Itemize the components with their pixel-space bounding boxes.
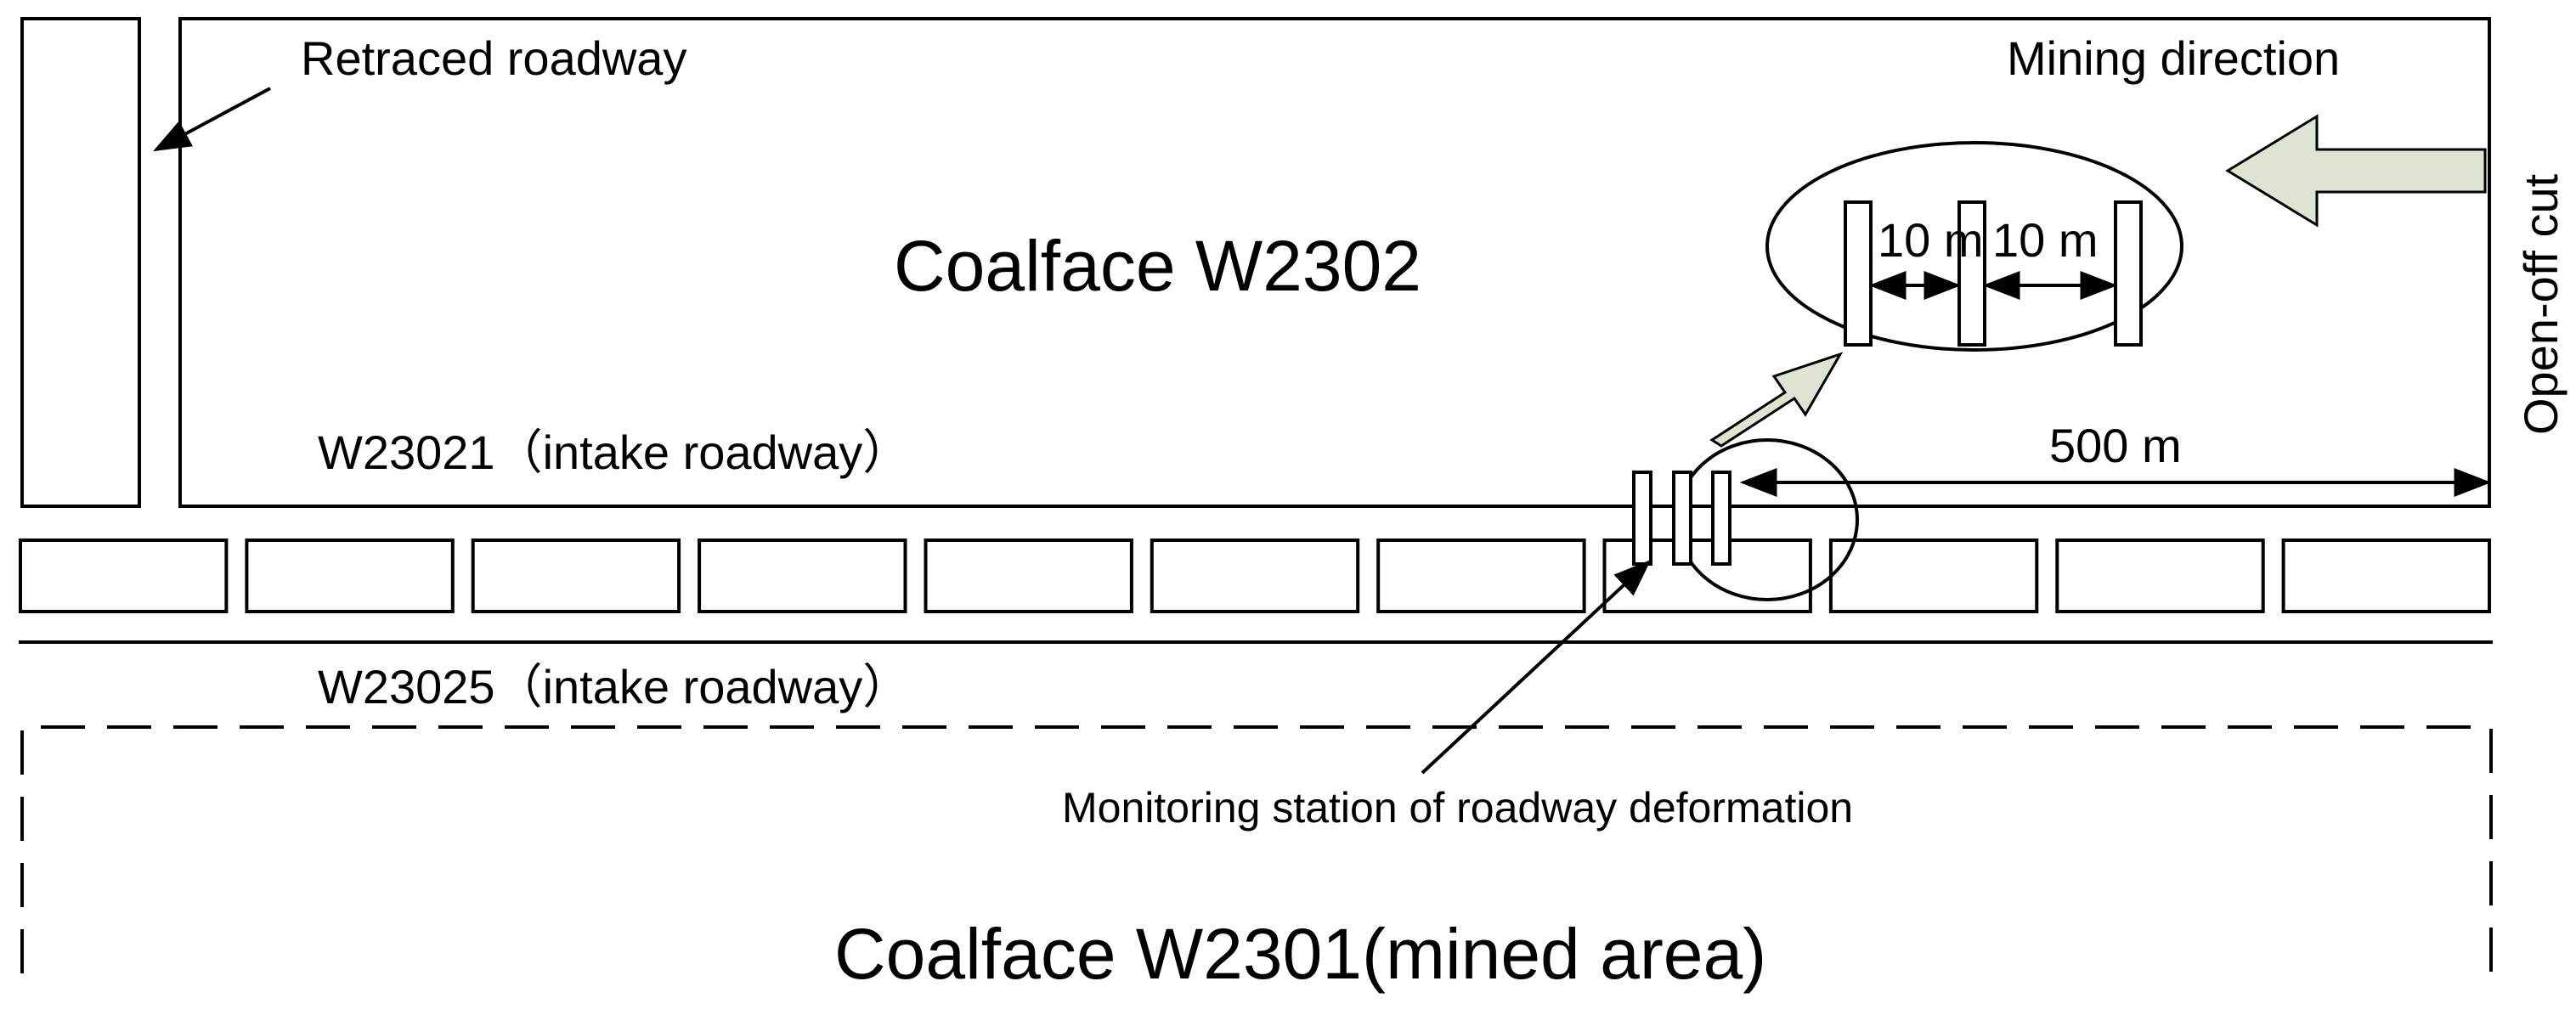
mined-area-outline [20, 725, 2493, 973]
w23025-label: W23025（intake roadway） [318, 660, 910, 713]
mining-direction-label: Mining direction [2007, 31, 2340, 85]
coal-pillar [471, 539, 681, 613]
station-bar-2 [1672, 471, 1692, 566]
retraced-roadway-pointer [153, 87, 271, 152]
pillar-row [19, 539, 2492, 613]
retraced-roadway-label: Retraced roadway [301, 31, 686, 85]
w23021-label: W23021（intake roadway） [318, 426, 910, 479]
station-bar-1 [1632, 471, 1652, 566]
station-ellipse [1675, 438, 1859, 601]
retraced-roadway-rect [20, 17, 141, 508]
detail-bar-right [2114, 200, 2143, 347]
coal-pillar [19, 539, 229, 613]
mining-direction-arrow [2225, 114, 2487, 228]
monitoring-station-pointer [1421, 559, 1652, 775]
coal-pillar [924, 539, 1133, 613]
coalface-w2302-panel [178, 17, 2491, 508]
detail-bar-left [1844, 200, 1873, 347]
spacing-label-right: 10 m [1992, 213, 2099, 267]
coalface-w2302-label: Coalface W2302 [894, 226, 1421, 306]
monitoring-station-label: Monitoring station of roadway deformatio… [1062, 784, 1853, 832]
coal-pillar [1376, 539, 1586, 613]
coal-pillar [1150, 539, 1360, 613]
distance-label: 500 m [2049, 419, 2182, 472]
coalface-w2301-label: Coalface W2301(mined area) [834, 914, 1766, 994]
spacing-label-left: 10 m [1878, 213, 1984, 267]
coal-pillar [1602, 539, 1812, 613]
coal-pillar [245, 539, 455, 613]
coal-pillar [1828, 539, 2039, 613]
coal-pillar [2055, 539, 2265, 613]
zoom-arrow [1709, 352, 1844, 448]
coal-pillar [2281, 539, 2492, 613]
open-off-cut-label: Open-off cut [2514, 173, 2568, 435]
station-bar-3 [1711, 471, 1731, 566]
coal-pillar [698, 539, 907, 613]
detail-ellipse [1765, 141, 2183, 352]
